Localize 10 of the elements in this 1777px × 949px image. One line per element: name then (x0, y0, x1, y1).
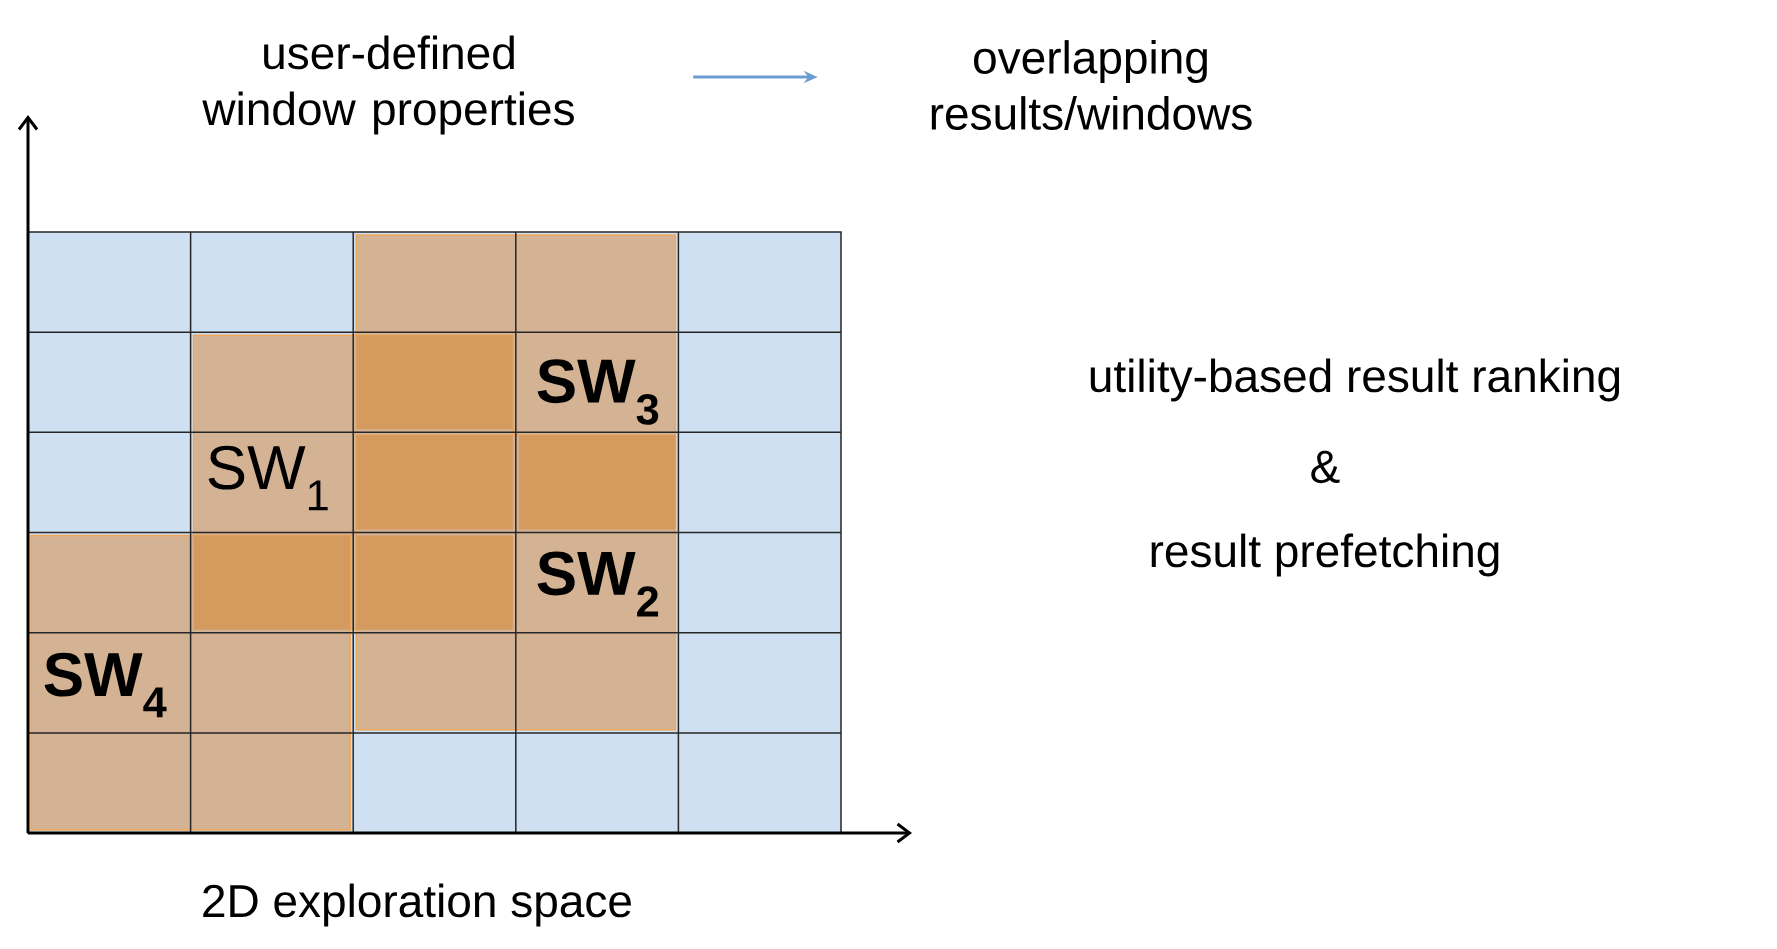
note-text: utility-based result ranking (1090, 358, 1620, 402)
heading-text: user-defined window properties (202, 35, 574, 135)
axis-label: 2D exploration space (203, 883, 631, 927)
note-text: result prefetching (1151, 533, 1499, 577)
window-label: SW$_{4}$ (44, 652, 167, 718)
window-label: SW$_{3}$ (537, 359, 659, 425)
note-text: & (1311, 450, 1340, 484)
heading-text: overlapping results/windows (931, 40, 1252, 130)
window-label: SW$_{1}$ (208, 445, 328, 511)
window-label: SW$_{2}$ (537, 551, 658, 617)
